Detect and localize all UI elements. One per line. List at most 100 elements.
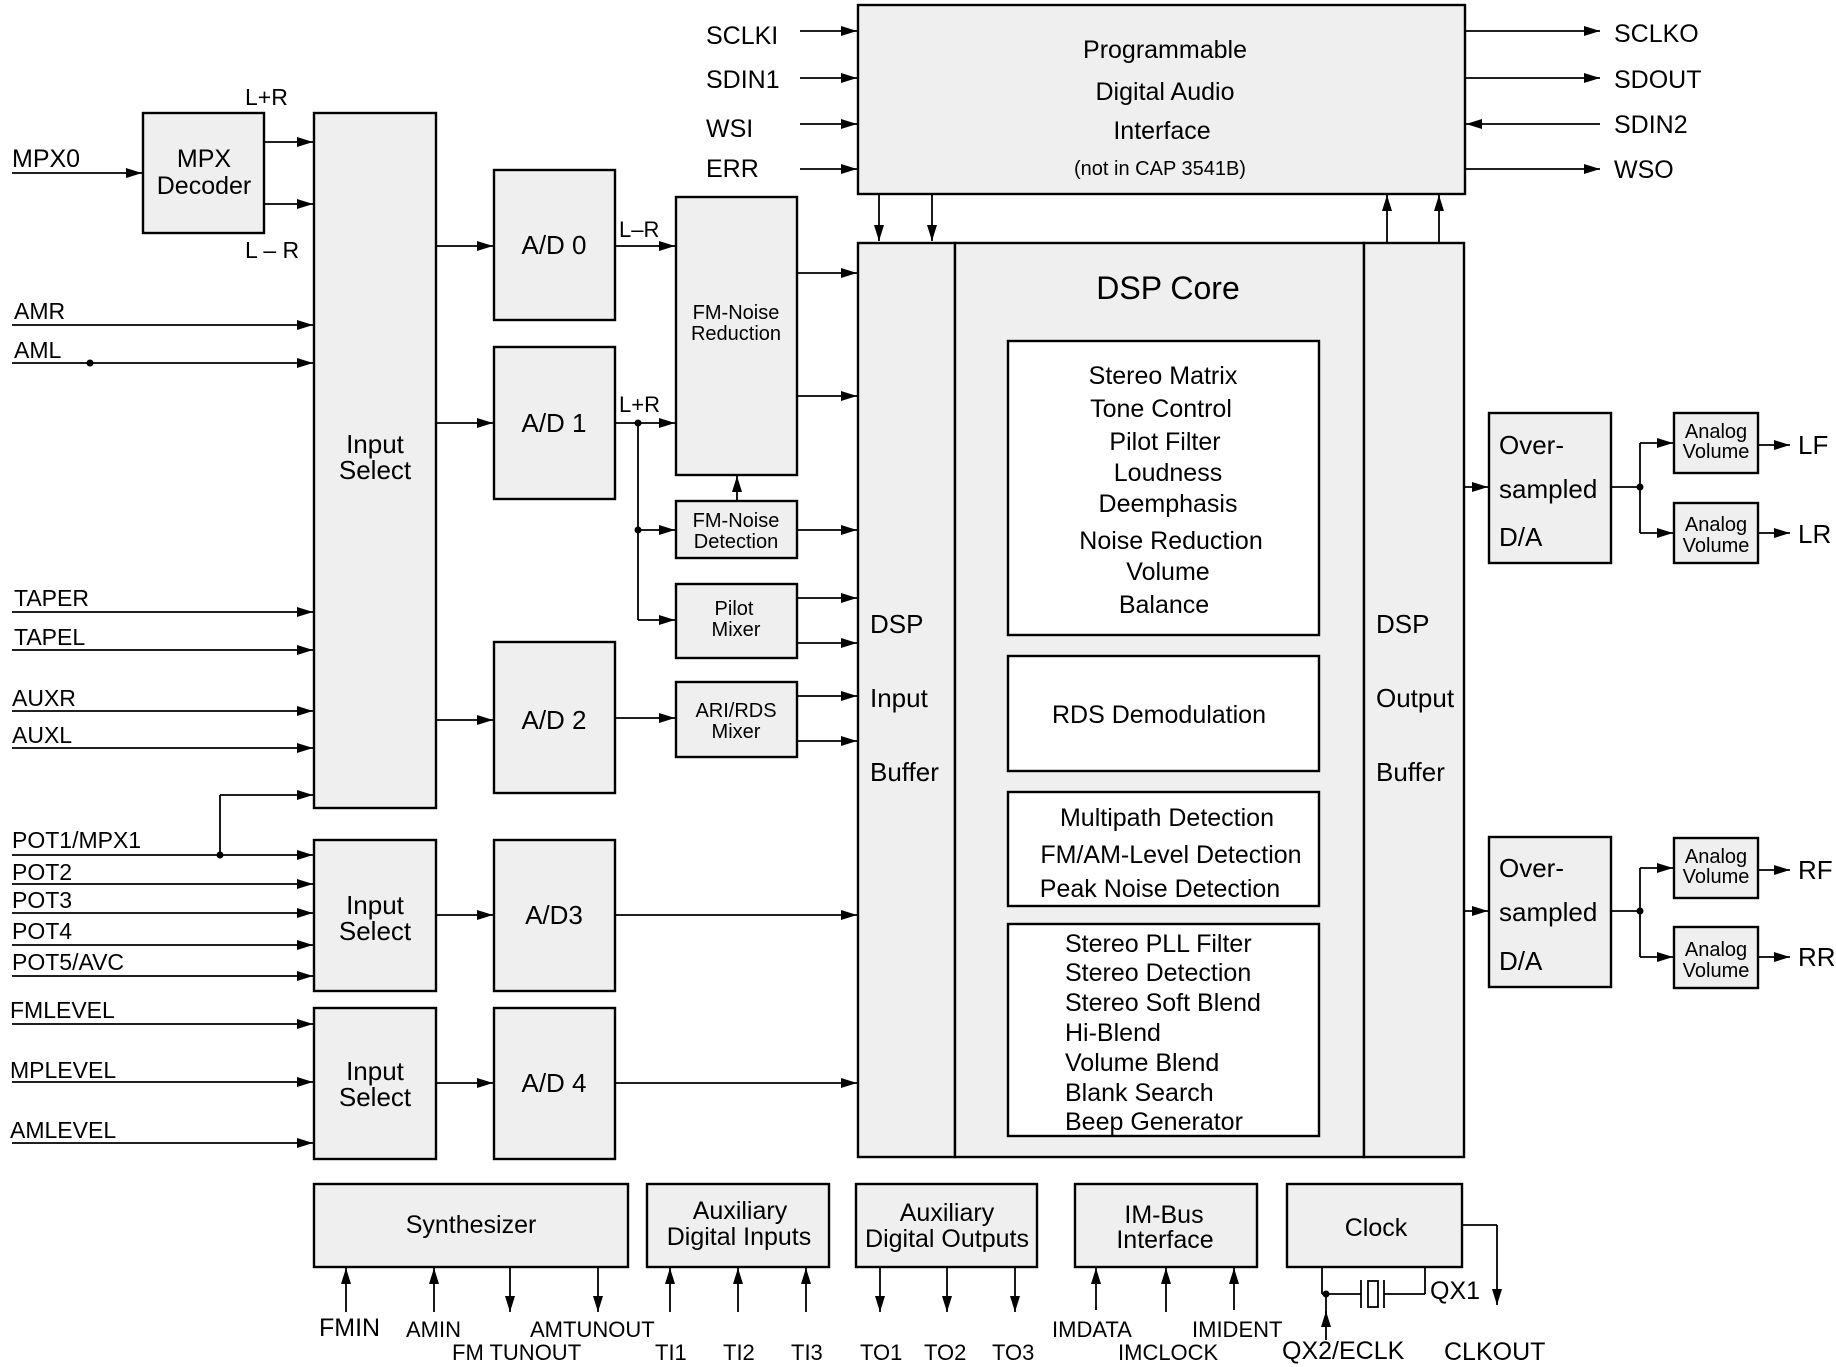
- core-item: Blank Search: [1065, 1079, 1214, 1107]
- label-to2: TO2: [924, 1340, 966, 1365]
- label-ti2: TI2: [723, 1340, 755, 1365]
- aux-in-line1: Auxiliary: [693, 1197, 788, 1225]
- label-lr: LR: [1798, 519, 1831, 549]
- bottom-pin-labels: FMIN AMIN FM TUNOUT AMTUNOUT TI1 TI2 TI3…: [319, 1277, 1545, 1366]
- serial-output-pins: SCLKO SDOUT SDIN2 WSO: [1465, 20, 1702, 184]
- core-block-rds: RDS Demodulation: [1006, 654, 1321, 773]
- core-block-stereo: Stereo PLL Filter Stereo Detection Stere…: [1006, 922, 1321, 1138]
- dac-front: Over- sampled D/A: [1487, 411, 1613, 565]
- analog-volume-line1: Analog: [1685, 939, 1747, 961]
- aux-out-line1: Auxiliary: [900, 1199, 995, 1227]
- analog-volume-line1: Analog: [1685, 514, 1747, 536]
- input-select-level-line2: Select: [339, 1082, 412, 1112]
- label-sdout: SDOUT: [1614, 66, 1702, 94]
- input-select-main: Input Select: [312, 111, 438, 810]
- ad4-label: A/D 4: [521, 1068, 586, 1098]
- label-auxl: AUXL: [12, 722, 72, 748]
- fm-noise-reduction: FM-Noise Reduction: [674, 195, 799, 477]
- core-item: Pilot Filter: [1109, 428, 1220, 456]
- ad3: A/D3: [492, 838, 617, 993]
- label-imclock: IMCLOCK: [1118, 1340, 1219, 1365]
- analog-volume-lf: Analog Volume: [1672, 411, 1760, 475]
- crystal-wiring: [1321, 1224, 1502, 1340]
- label-lf: LF: [1798, 430, 1828, 460]
- dac-front-line3: D/A: [1499, 522, 1543, 552]
- imbus-line2: Interface: [1116, 1226, 1213, 1254]
- dsp-input-buffer-line3: Buffer: [870, 757, 939, 787]
- analog-volume-line2: Volume: [1683, 441, 1750, 463]
- dac-front-outputs: [1611, 438, 1673, 538]
- label-pot2: POT2: [12, 859, 72, 885]
- im-bus-interface: IM-Bus Interface: [1073, 1182, 1259, 1269]
- dsp-input-buffer-line2: Input: [870, 683, 929, 713]
- core-item: Stereo Detection: [1065, 959, 1251, 987]
- audio-interface-line3: Interface: [1113, 117, 1210, 145]
- dac-rear-line1: Over-: [1499, 853, 1564, 883]
- pilot-mixer: Pilot Mixer: [674, 582, 799, 660]
- input-select-level: Input Select: [312, 1006, 438, 1161]
- core-item: Noise Reduction: [1079, 527, 1262, 555]
- aux-out-line2: Digital Outputs: [865, 1225, 1029, 1253]
- core-item: Tone Control: [1090, 395, 1232, 423]
- label-pot5: POT5/AVC: [12, 949, 124, 975]
- ari-rds-mixer: ARI/RDS Mixer: [674, 680, 799, 759]
- dac-rear: Over- sampled D/A: [1487, 835, 1613, 989]
- core-item: RDS Demodulation: [1052, 701, 1266, 729]
- core-item: Stereo Soft Blend: [1065, 989, 1261, 1017]
- analog-volume-rr: Analog Volume: [1672, 925, 1760, 990]
- dac-front-line1: Over-: [1499, 430, 1564, 460]
- dac-rear-outputs: [1611, 863, 1673, 962]
- dac-rear-line3: D/A: [1499, 946, 1543, 976]
- l-minus-r-label: L–R: [619, 217, 659, 242]
- label-qx2-eclk: QX2/ECLK: [1282, 1337, 1405, 1365]
- dsp-output-buffer-line2: Output: [1376, 683, 1455, 713]
- core-item: Peak Noise Detection: [1040, 875, 1280, 903]
- ad3-label: A/D3: [525, 900, 583, 930]
- label-amlevel: AMLEVEL: [10, 1117, 116, 1143]
- dsp-output-buffer: DSP Output Buffer: [1362, 241, 1466, 1159]
- ad2: A/D 2: [492, 640, 617, 795]
- synthesizer-label: Synthesizer: [406, 1211, 537, 1239]
- mpx-out-top-label: L+R: [245, 84, 288, 110]
- ari-rds-mixer-line1: ARI/RDS: [695, 700, 776, 722]
- analog-volume-line1: Analog: [1685, 421, 1747, 443]
- audio-interface-line1: Programmable: [1083, 36, 1247, 64]
- core-item: Balance: [1119, 591, 1209, 619]
- label-to1: TO1: [860, 1340, 902, 1365]
- label-rr: RR: [1798, 942, 1836, 972]
- label-fm-tunout: FM TUNOUT: [452, 1340, 581, 1365]
- core-item: Multipath Detection: [1060, 804, 1274, 832]
- audio-interface-line2: Digital Audio: [1096, 78, 1235, 106]
- input-lines: [12, 168, 313, 1148]
- imbus-line1: IM-Bus: [1124, 1201, 1203, 1229]
- analog-volume-line1: Analog: [1685, 846, 1747, 868]
- core-item: Volume: [1126, 558, 1209, 586]
- label-fmlevel: FMLEVEL: [10, 997, 115, 1023]
- label-to3: TO3: [992, 1340, 1034, 1365]
- mpx-decoder-line2: Decoder: [157, 172, 252, 200]
- input-pin-labels: MPX0 AMR AML TAPER TAPEL AUXR AUXL POT1/…: [10, 145, 141, 1143]
- core-block-audio-processing: Stereo Matrix Tone Control Pilot Filter …: [1006, 339, 1321, 637]
- label-taper: TAPER: [14, 585, 89, 611]
- mpx-decoder: MPX Decoder L+R L – R: [141, 84, 299, 263]
- serial-input-pins: SCLKI SDIN1 WSI ERR: [706, 22, 857, 183]
- label-clkout: CLKOUT: [1444, 1338, 1545, 1366]
- label-sclki: SCLKI: [706, 22, 778, 50]
- ad4: A/D 4: [492, 1006, 617, 1161]
- bottom-pin-lines: [341, 1267, 1239, 1312]
- dac-front-line2: sampled: [1499, 474, 1597, 504]
- label-sclko: SCLKO: [1614, 20, 1699, 48]
- label-pot1: POT1/MPX1: [12, 827, 141, 853]
- label-pot4: POT4: [12, 918, 72, 944]
- label-err: ERR: [706, 155, 759, 183]
- label-amin: AMIN: [406, 1317, 461, 1342]
- dsp-input-buffer-line1: DSP: [870, 609, 923, 639]
- label-rf: RF: [1798, 855, 1833, 885]
- ad0: A/D 0: [492, 168, 617, 322]
- dac-rear-line2: sampled: [1499, 897, 1597, 927]
- l-plus-r-label: L+R: [619, 392, 660, 417]
- input-select-pot-line1: Input: [346, 890, 405, 920]
- input-select-main-line1: Input: [346, 429, 405, 459]
- core-item: Beep Generator: [1065, 1108, 1243, 1136]
